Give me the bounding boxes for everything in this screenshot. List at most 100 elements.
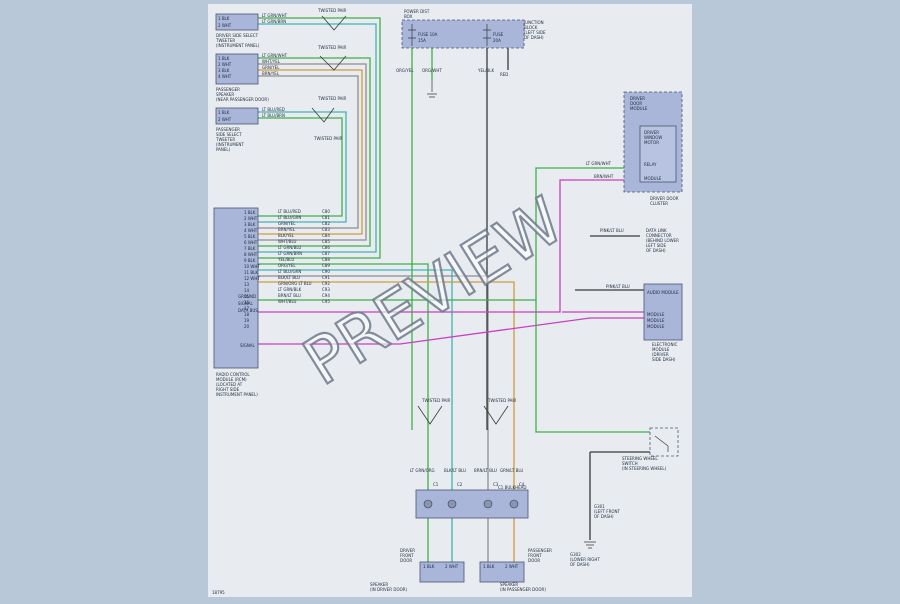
wire-tweeter-right-1	[258, 111, 347, 223]
radio-sig-2: SIGNAL	[238, 301, 254, 306]
left-bottom-title-2: FRONT	[400, 553, 414, 558]
radio-wire-label-1: LT BLU/RED	[278, 209, 301, 214]
radio-circuit-1: C80	[322, 209, 330, 214]
fuse-left-title-1: POWER DIST	[404, 9, 430, 14]
page-code: 18795	[212, 590, 225, 595]
wire-label-sat-3: GRN/YEL	[262, 65, 280, 70]
radio-circuit-12: C91	[322, 275, 330, 280]
wire-label-tw2-2: LT BLU/BRN	[262, 113, 285, 118]
radio-pin-5: 5 BLK	[244, 234, 256, 239]
bus-pin-3	[483, 499, 493, 509]
wire-radio-out-3	[258, 275, 489, 500]
right-module-caption-2: CLUSTER	[650, 201, 668, 206]
ground-symbol-top	[427, 80, 437, 98]
right-module-title-3: MODULE	[630, 106, 648, 111]
fuse-wire-label-1: ORG/YEL	[396, 68, 414, 73]
connector-note-5: OF DASH)	[646, 248, 666, 253]
wire-right-module-2	[258, 179, 624, 313]
wire-tweeter-left-1	[258, 17, 381, 259]
wire-label-tw2-1: LT BLU/RED	[262, 107, 285, 112]
fuse-left-pin-1: FUSE 10A	[418, 32, 438, 37]
radio-wire-label-8: LT GRN/BRN	[278, 251, 302, 256]
radio-pin-20: 20	[244, 324, 250, 329]
radio-wire-label-2: LT BLU/GRN	[278, 215, 301, 220]
fuse-left-title-2: BOX	[404, 14, 413, 19]
fuse-right-title-4: OF DASH)	[524, 35, 544, 40]
tweeter-right-title-4: (INSTRUMENT	[216, 142, 244, 147]
fuse-wire-label-4: RED	[500, 72, 508, 77]
right-bottom-title-1: PASSENGER	[528, 548, 552, 553]
ground-bottom-1: G302	[570, 552, 581, 557]
bus-pin-label-4: C4	[519, 482, 525, 487]
speaker-box	[215, 53, 259, 85]
fuse-wire-label-3: YEL/BLK	[477, 68, 495, 73]
radio-circuit-11: C90	[322, 269, 330, 274]
radio-pin-11: 11 BLK	[244, 270, 258, 275]
tweeter-right-title-1: PASSENGER	[216, 127, 240, 132]
right-bottom-title-2: FRONT	[528, 553, 542, 558]
twisted-pair-mark-5	[483, 405, 509, 425]
tweeter-right-pin-1: 1 BLK	[218, 110, 230, 115]
radio-title-4: RIGHT SIDE	[216, 387, 240, 392]
rbm-caption-1: ELECTRONIC	[652, 342, 678, 347]
bottom-wire-label-2: BLK/LT BLU	[444, 468, 466, 473]
tweeter-right-title-3: TWEETER	[215, 137, 235, 142]
wire-radio-out-2	[258, 269, 453, 500]
twisted-label-2: TWISTED PAIR	[317, 45, 347, 50]
right-bottom-title-4: SPEAKER	[500, 582, 518, 587]
fuse-right-title-3: (LEFT SIDE	[524, 30, 546, 35]
connector-note-2: CONNECTOR	[646, 233, 672, 238]
right-wire-label-1: LT GRN/WHT	[586, 161, 612, 166]
radio-circuit-16: C95	[322, 299, 330, 304]
ground-bottom-3: OF DASH)	[570, 562, 590, 567]
radio-circuit-6: C85	[322, 239, 330, 244]
right-wire-label-3: PINK/LT BLU	[600, 228, 624, 233]
twisted-pair-mark-4	[417, 405, 443, 425]
twisted-pair-mark-2	[319, 55, 347, 71]
right-module-pin-2: MODULE	[644, 176, 662, 181]
right-module-title-1: DRIVER	[630, 96, 645, 101]
right-module-inner	[639, 125, 677, 183]
left-bottom-title-4: SPEAKER	[370, 582, 388, 587]
speaker-pin-4: 4 WHT	[218, 74, 232, 79]
wire-speaker-3	[258, 69, 363, 235]
right-bottom-speaker-box	[479, 561, 525, 583]
tweeter-left-pin-2: 2 WHT	[218, 23, 232, 28]
radio-circuit-8: C87	[322, 251, 330, 256]
bus-pin-2	[447, 499, 457, 509]
fuse-symbol-left	[408, 24, 416, 46]
tweeter-left-title-2: TWEETER	[215, 38, 235, 43]
twisted-label-3: TWISTED PAIR	[317, 96, 347, 101]
bus-connector-box	[415, 489, 529, 519]
bottom-wire-label-3: BRN/LT BLU	[474, 468, 497, 473]
bus-pin-label-2: C2	[457, 482, 463, 487]
right-wire-label-4: PINK/LT BLU	[606, 284, 630, 289]
wire-right-bottom-2	[258, 317, 644, 345]
wire-label-sat-1: LT GRN/WHT	[262, 53, 288, 58]
bus-pin-label-3: C3	[493, 482, 499, 487]
right-module-caption-1: DRIVER DOOR	[650, 196, 679, 201]
radio-title-2: MODULE (RCM)	[216, 377, 247, 382]
left-bottom-title-5: (IN DRIVER DOOR)	[370, 587, 408, 592]
bus-pin-1	[423, 499, 433, 509]
rbm-line-1: AUDIO MODULE	[647, 290, 679, 295]
radio-wire-label-14: LT GRN/BLK	[278, 287, 302, 292]
fuse-right-pin-1: FUSE	[493, 32, 504, 37]
radio-pin-13: 13	[244, 282, 250, 287]
radio-title-5: INSTRUMENT PANEL)	[216, 392, 258, 397]
right-bottom-pin-1: 1 BLK	[483, 564, 495, 569]
radio-wire-label-7: LT GRN/BLU	[278, 245, 301, 250]
radio-pin-16: 16	[244, 300, 250, 305]
twisted-label-6: TWISTED PAIR	[487, 398, 517, 403]
radio-wire-label-16: WHT/BLU	[278, 299, 297, 304]
switch-title-3: (IN STEERING WHEEL)	[622, 466, 667, 471]
fuse-right-title-1: JUNCTION	[523, 20, 544, 25]
radio-pin-6: 6 WHT	[244, 240, 258, 245]
rbm-caption-3: (DRIVER	[652, 352, 669, 357]
speaker-pin-2: 2 WHT	[218, 62, 232, 67]
radio-title-1: RADIO CONTROL	[216, 372, 250, 377]
radio-title-3: (LOCATED AT	[216, 382, 243, 387]
radio-circuit-3: C82	[322, 221, 330, 226]
radio-sig-3: DATA BUS	[238, 308, 258, 313]
